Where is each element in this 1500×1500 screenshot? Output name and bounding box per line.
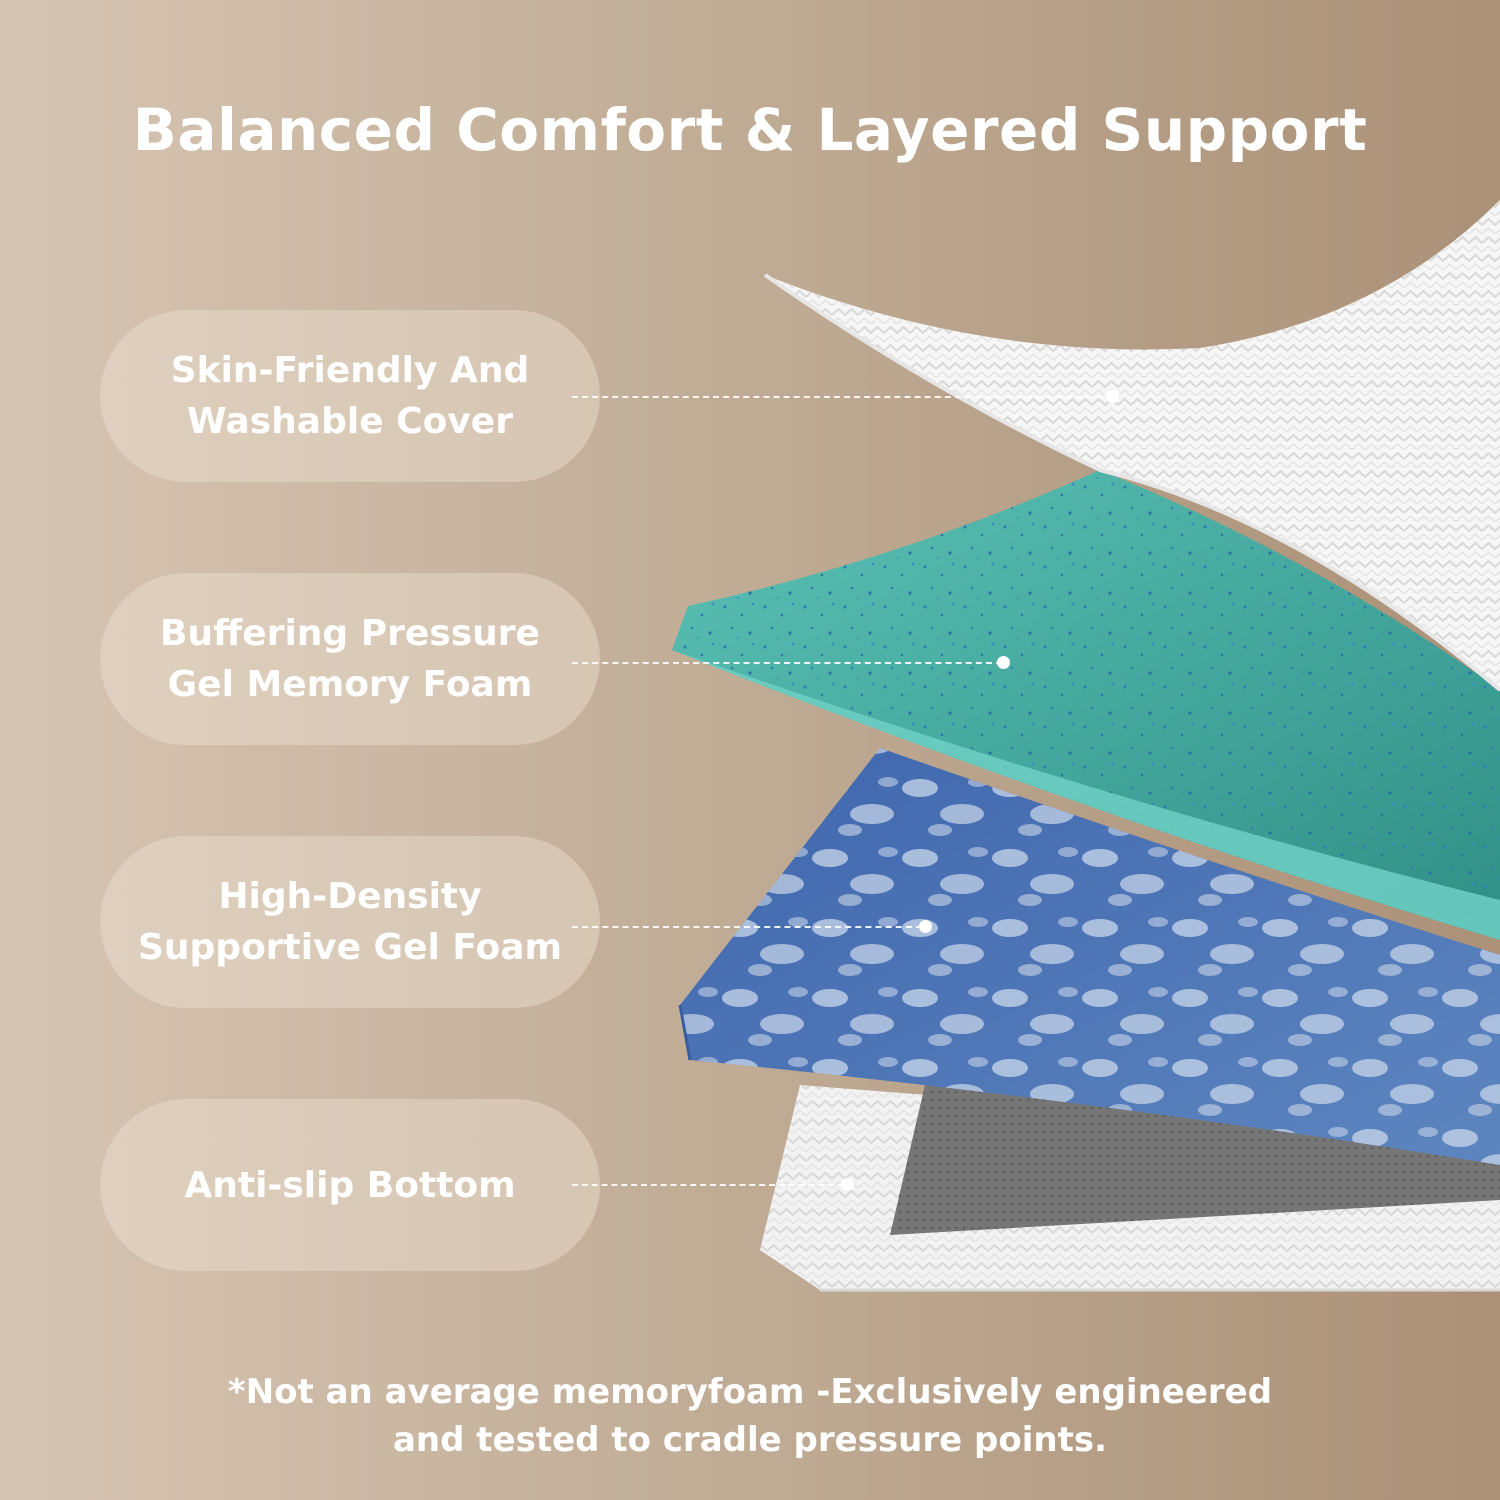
layer-label-line: Supportive Gel Foam <box>137 927 563 968</box>
callout-dot-cover <box>1106 390 1119 403</box>
layer-label-line: Anti-slip Bottom <box>184 1164 516 1206</box>
leader-line-anti-slip-bottom <box>572 1184 844 1186</box>
callout-dot-supportive-gel-foam <box>919 920 932 933</box>
callout-dot-anti-slip-bottom <box>841 1178 854 1191</box>
layer-label-line: Gel Memory Foam <box>167 664 533 705</box>
washable-cover-layer <box>763 200 1500 692</box>
gel-memory-foam-layer <box>672 470 1500 940</box>
footnote-line: *Not an average memoryfoam -Exclusively … <box>227 1372 1273 1412</box>
supportive-gel-foam-layer <box>678 748 1500 1165</box>
layer-label-line: Skin-Friendly And <box>170 350 530 391</box>
leader-line-gel-memory-foam <box>572 662 1002 664</box>
layer-label-line: Buffering Pressure <box>160 613 540 654</box>
callout-dot-gel-memory-foam <box>997 656 1010 669</box>
layer-label-supportive-gel-foam: High-Density Supportive Gel Foam <box>100 836 600 1008</box>
leader-line-cover <box>572 396 1112 398</box>
page-title: Balanced Comfort & Layered Support <box>132 96 1368 164</box>
layer-label-gel-memory-foam: Buffering Pressure Gel Memory Foam <box>100 573 600 745</box>
footnote-line: and tested to cradle pressure points. <box>392 1420 1108 1460</box>
layer-label-line: Washable Cover <box>187 401 513 442</box>
footnote: *Not an average memoryfoam -Exclusively … <box>0 1368 1500 1464</box>
leader-line-supportive-gel-foam <box>572 926 922 928</box>
layer-label-anti-slip-bottom: Anti-slip Bottom <box>100 1099 600 1271</box>
layer-label-line: High-Density <box>218 876 482 917</box>
layer-label-cover: Skin-Friendly And Washable Cover <box>100 310 600 482</box>
